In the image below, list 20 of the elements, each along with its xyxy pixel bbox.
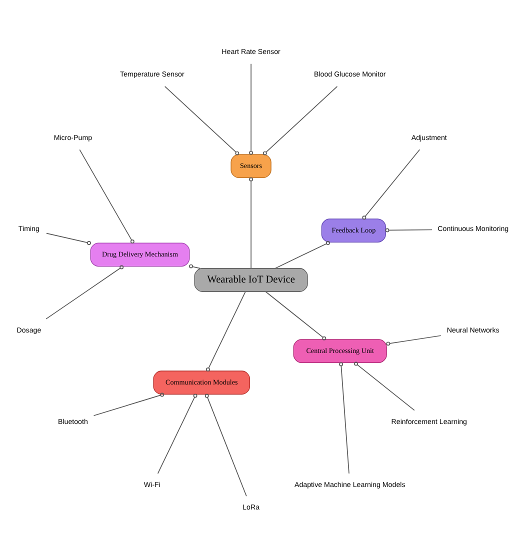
connector xyxy=(93,392,164,416)
connector xyxy=(189,264,200,269)
connector xyxy=(354,362,415,411)
connector xyxy=(157,394,198,474)
connector xyxy=(339,362,350,474)
connector xyxy=(249,63,253,155)
connector xyxy=(79,149,134,244)
connector xyxy=(164,86,240,156)
node-box: Wearable IoT Device xyxy=(194,268,308,292)
connector xyxy=(386,335,442,346)
connector xyxy=(262,86,338,156)
connector xyxy=(46,265,124,320)
connector xyxy=(206,291,246,372)
connector xyxy=(274,241,330,269)
connector xyxy=(46,232,91,245)
connector xyxy=(204,394,247,497)
connector xyxy=(385,228,432,232)
connector xyxy=(265,291,326,340)
connector xyxy=(362,149,420,220)
connector xyxy=(249,177,253,269)
